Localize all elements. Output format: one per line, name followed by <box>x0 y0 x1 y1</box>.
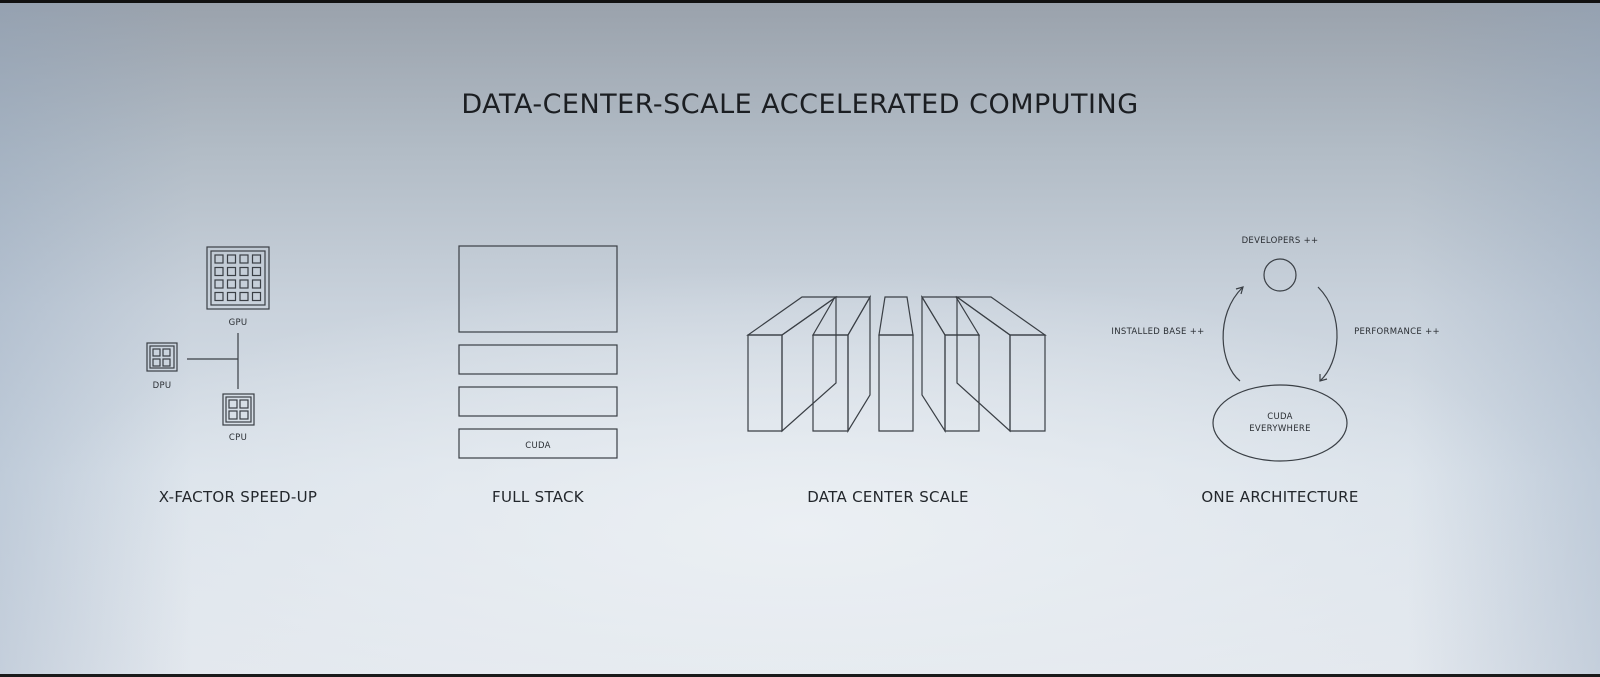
gpu-chip-icon <box>206 246 270 310</box>
caption-full-stack: FULL STACK <box>492 488 584 506</box>
gpu-core-cell <box>239 254 249 264</box>
cpu-chip-icon <box>222 393 255 426</box>
server-rack-4 <box>920 294 981 434</box>
gpu-core-cell <box>239 279 249 289</box>
full-stack-diagram: CUDA <box>458 245 618 459</box>
slide-background: DATA-CENTER-SCALE ACCELERATED COMPUTING … <box>0 3 1600 677</box>
diagrams-canvas: GPU DPU CPU <box>146 236 1440 462</box>
performance-label: PERFORMANCE ++ <box>1354 327 1440 337</box>
developer-circle-icon <box>1263 258 1297 292</box>
gpu-core-cell <box>226 266 237 277</box>
gpu-core-cell <box>214 291 224 302</box>
data-center-diagram <box>746 294 1047 434</box>
right-cycle-arrow-icon <box>1317 286 1338 382</box>
caption-x-factor: X-FACTOR SPEED-UP <box>158 488 318 506</box>
stack-layer-applications <box>458 245 618 333</box>
cuda-everywhere-line1: CUDA <box>1267 412 1293 422</box>
gpu-core-cell <box>239 291 249 302</box>
developers-label: DEVELOPERS ++ <box>1242 236 1319 246</box>
gpu-core-cell <box>251 266 262 277</box>
caption-one-architecture: ONE ARCHITECTURE <box>1201 488 1359 506</box>
xfactor-diagram: GPU DPU CPU <box>146 246 270 443</box>
left-cycle-arrow-icon <box>1222 286 1244 382</box>
gpu-core-cell <box>214 254 224 264</box>
cpu-label: CPU <box>229 433 247 443</box>
installed-base-label: INSTALLED BASE ++ <box>1111 327 1204 337</box>
one-architecture-diagram: DEVELOPERS ++ INSTALLED BASE ++ PERFORMA… <box>1111 236 1440 462</box>
gpu-core-cell <box>251 279 262 289</box>
stack-layer-3 <box>458 386 618 417</box>
gpu-core-cell <box>214 279 224 289</box>
server-rack-5 <box>955 295 1047 433</box>
gpu-core-cell <box>226 254 237 264</box>
cuda-everywhere-line2: EVERYWHERE <box>1249 424 1311 434</box>
cuda-everywhere-ellipse <box>1212 384 1348 462</box>
gpu-core-cell <box>251 291 262 302</box>
stack-layer-2 <box>458 344 618 375</box>
gpu-core-cell <box>214 266 224 277</box>
server-rack-2 <box>811 294 872 434</box>
gpu-core-cell <box>239 266 249 277</box>
caption-data-center-scale: DATA CENTER SCALE <box>807 488 969 506</box>
slide-title: DATA-CENTER-SCALE ACCELERATED COMPUTING <box>461 89 1139 120</box>
stack-layer-cuda <box>458 428 618 459</box>
dpu-chip-icon <box>146 342 178 372</box>
gpu-label: GPU <box>229 318 248 328</box>
dpu-label: DPU <box>153 381 172 391</box>
gpu-core-cell <box>226 291 237 302</box>
server-rack-3 <box>878 296 914 432</box>
gpu-core-cell <box>251 254 262 264</box>
gpu-core-cell <box>226 279 237 289</box>
bottom-border <box>0 674 1600 677</box>
cuda-layer-label: CUDA <box>525 441 551 451</box>
